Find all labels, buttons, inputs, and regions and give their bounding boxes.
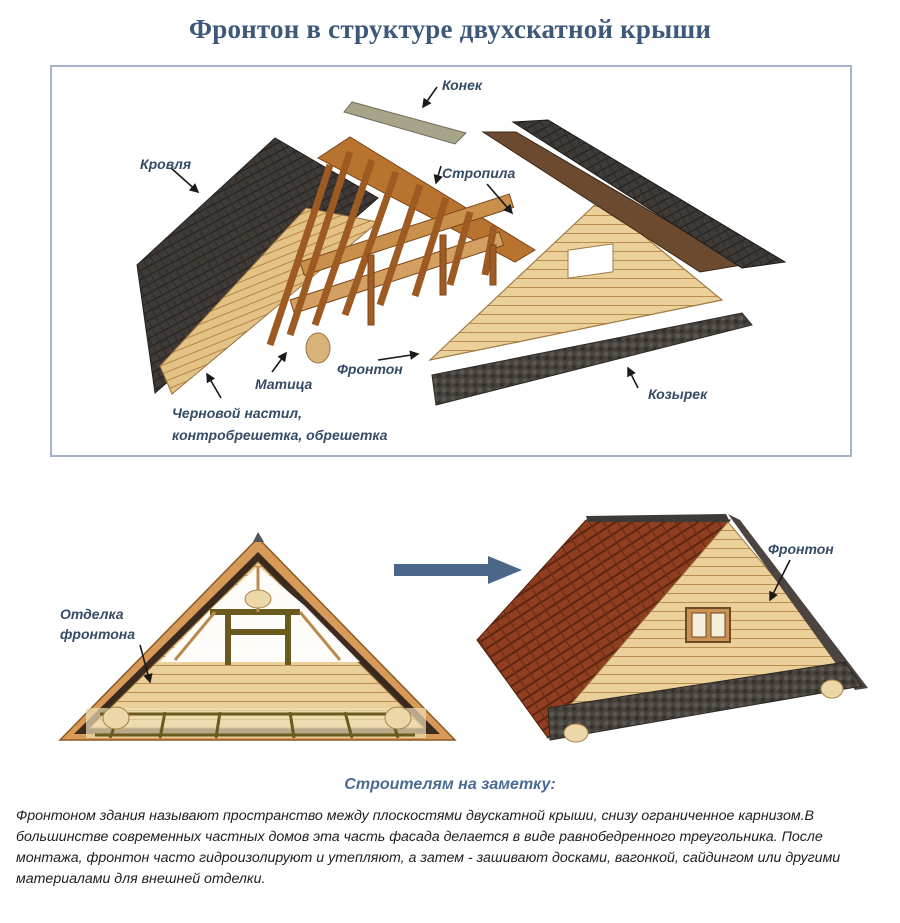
label-kozyrek: Козырек (648, 386, 708, 402)
roofing-right (511, 119, 787, 269)
gable-triangle (428, 199, 724, 362)
label-nastil-line2: контробрешетка, обрешетка (172, 427, 388, 443)
label-krovlya: Кровля (140, 156, 192, 172)
page-title: Фронтон в структуре двухскатной крыши (188, 14, 712, 44)
label-fronton-finished: Фронтон (768, 541, 834, 557)
label-otdelka-line2: фронтона (60, 626, 136, 642)
ridge-piece (343, 101, 467, 145)
note-text: Фронтоном здания называют пространство м… (16, 808, 841, 887)
note-title: Строителям на заметку: (344, 776, 556, 793)
label-otdelka-line1: Отделка (60, 606, 124, 622)
exploded-roof-diagram (136, 101, 787, 406)
label-nastil-line1: Черновой настил, (172, 405, 302, 421)
callout-arrows-top (170, 86, 639, 399)
gable-before-finish (58, 532, 457, 741)
rafters-frame (266, 136, 536, 364)
gable-window (567, 243, 614, 279)
eave-strip (431, 312, 753, 406)
label-matica: Матица (255, 376, 313, 392)
transition-arrow (394, 556, 522, 584)
diagram-frame (50, 65, 852, 457)
small-window (685, 607, 731, 643)
label-stropila: Стропила (442, 165, 516, 181)
gable-finished (476, 514, 868, 743)
label-fronton: Фронтон (337, 361, 403, 377)
label-konek: Конек (442, 77, 482, 93)
